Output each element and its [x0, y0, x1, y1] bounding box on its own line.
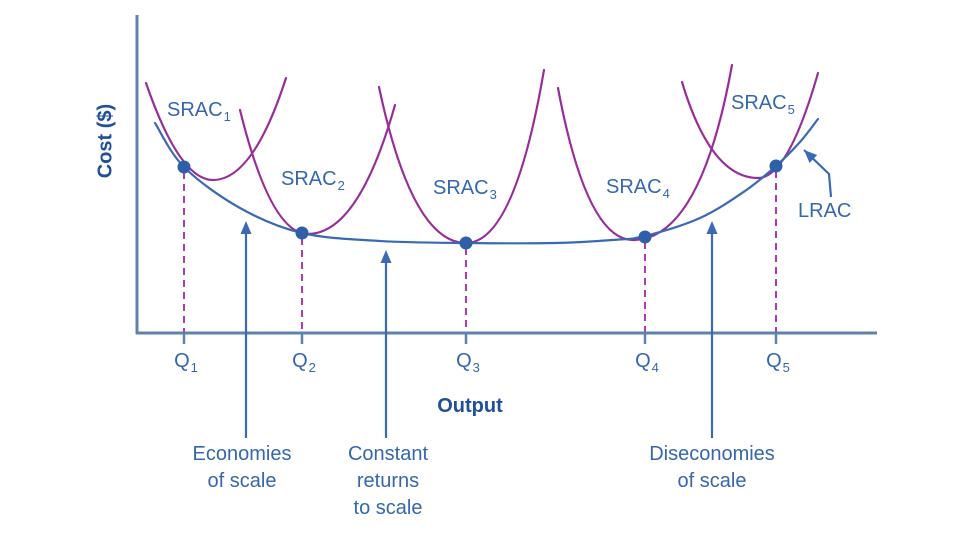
srac-2-curve: [238, 103, 397, 236]
annotation-arrowhead-1: [240, 221, 252, 234]
srac-1-curve: [144, 76, 288, 182]
annotation-arrowhead-2: [380, 250, 392, 263]
lrac-curve: [153, 117, 820, 245]
tangent-dot-q5: [769, 159, 783, 173]
tangent-dot-q3: [459, 236, 473, 250]
srac-4-curve: [556, 63, 734, 242]
tangent-dot-q2: [295, 226, 309, 240]
tangent-dot-q1: [177, 160, 191, 174]
tangent-dot-q4: [638, 230, 652, 244]
srac-3-curve: [377, 68, 546, 245]
lrac-pointer-arrowhead: [804, 150, 818, 163]
srac-5-curve: [680, 71, 820, 180]
annotation-arrowhead-3: [706, 221, 718, 234]
